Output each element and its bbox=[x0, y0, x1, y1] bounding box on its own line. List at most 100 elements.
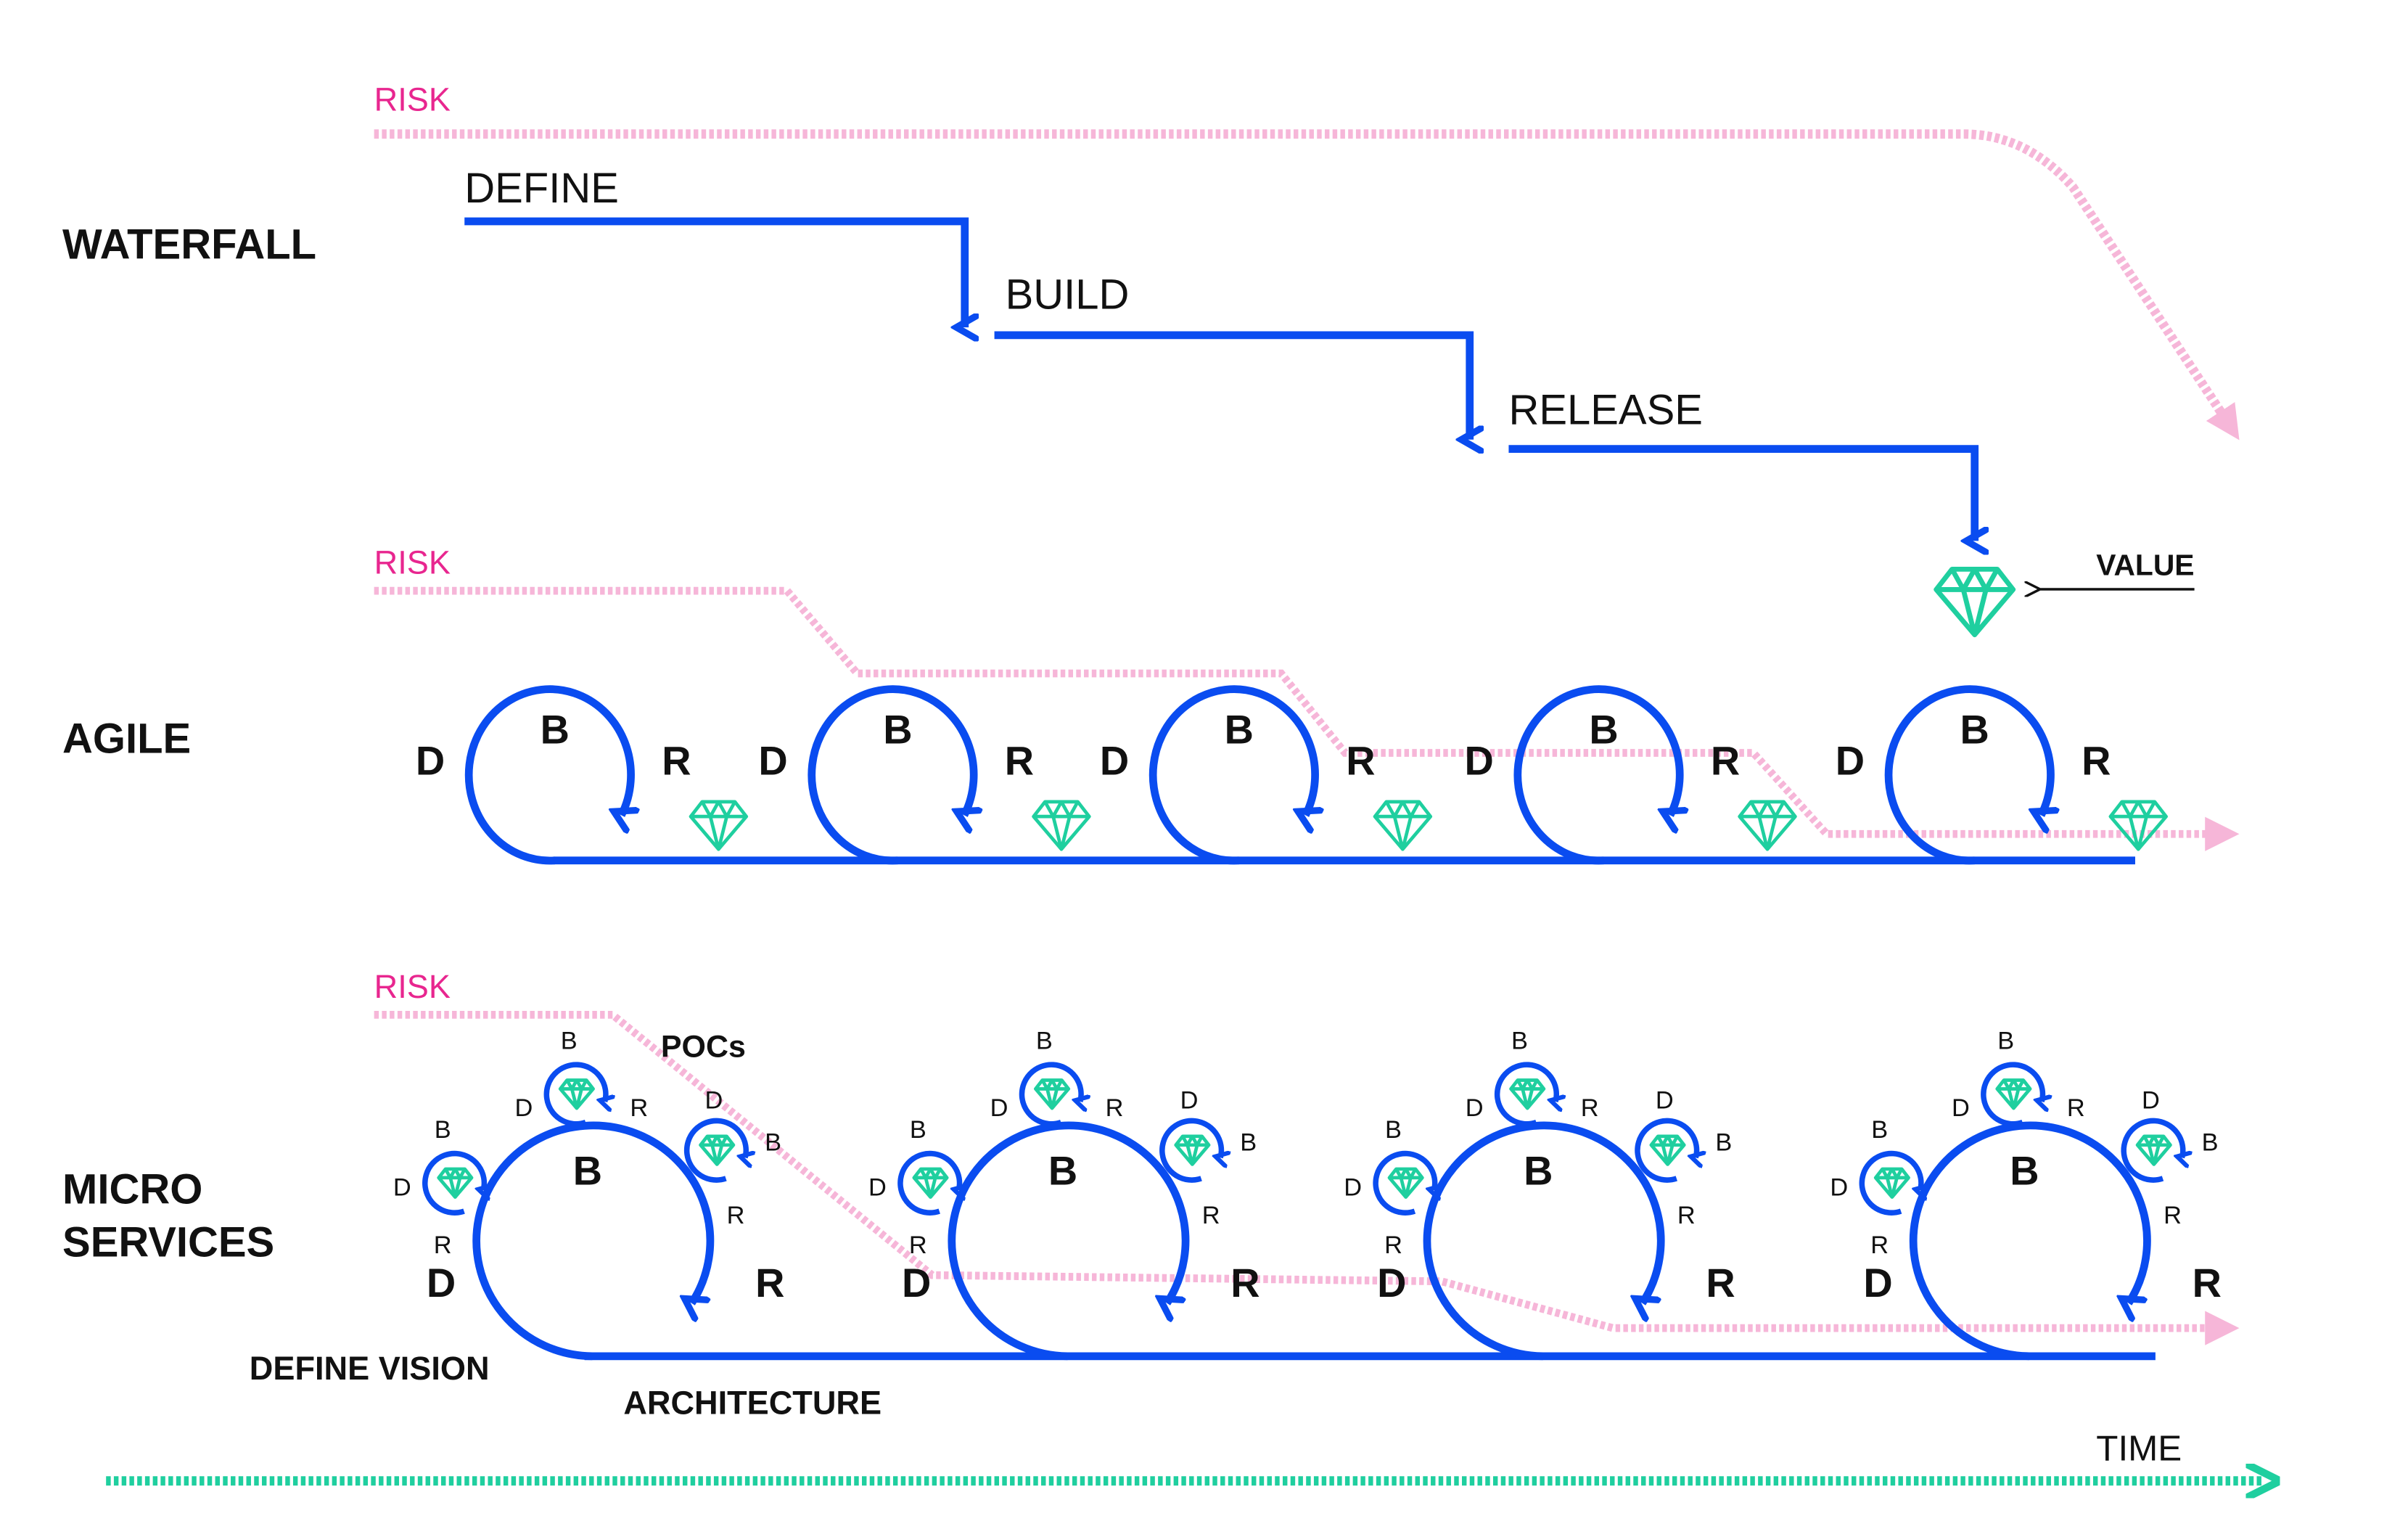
define-vision-label: DEFINE VISION bbox=[250, 1350, 490, 1387]
agile-title: AGILE bbox=[62, 716, 191, 763]
microservices-mini-loop: DBR bbox=[1159, 1086, 1257, 1229]
agile-loop-d: D bbox=[1100, 738, 1129, 784]
mini-loop-d: D bbox=[990, 1094, 1008, 1122]
diamond-icon bbox=[1649, 1134, 1686, 1166]
diamond-icon bbox=[1873, 1167, 1910, 1199]
mini-loop-arrow bbox=[897, 1150, 960, 1216]
mini-loop-b: B bbox=[1385, 1116, 1402, 1144]
mini-loop-d: D bbox=[868, 1174, 887, 1202]
agile-loop: DBR bbox=[416, 685, 749, 865]
waterfall-risk-label: RISK bbox=[374, 81, 451, 118]
agile-loop-b: B bbox=[1589, 707, 1618, 753]
mini-loop-d: D bbox=[1830, 1174, 1848, 1202]
agile-loop-r: R bbox=[1005, 738, 1034, 784]
mini-loop-b: B bbox=[1715, 1128, 1732, 1156]
microservices-mini-loop: DBR bbox=[1344, 1116, 1434, 1259]
agile-loop-d: D bbox=[1836, 738, 1865, 784]
agile-loop-d: D bbox=[416, 738, 445, 784]
microservices-mini-loop: DBR bbox=[1635, 1086, 1732, 1229]
microservices-loop-b: B bbox=[1048, 1148, 1077, 1194]
mini-loop-b: B bbox=[1240, 1128, 1257, 1156]
waterfall-phase-build: BUILD bbox=[1006, 271, 1130, 318]
mini-loop-arrow bbox=[1635, 1118, 1697, 1183]
microservices-loop-b: B bbox=[2010, 1148, 2039, 1194]
agile-loop-b: B bbox=[1225, 707, 1254, 753]
diamond-icon bbox=[1034, 1078, 1071, 1110]
microservices-mini-loop: DBR bbox=[1830, 1116, 1920, 1259]
waterfall-phase-release: RELEASE bbox=[1508, 387, 1703, 433]
microservices-loop-d: D bbox=[427, 1260, 456, 1306]
microservices-loop-b: B bbox=[573, 1148, 602, 1194]
mini-loop-d: D bbox=[514, 1094, 533, 1122]
agile-loop-arrow bbox=[1513, 685, 1680, 865]
microservices-loop-r: R bbox=[1706, 1260, 1735, 1306]
agile-loop: DBR bbox=[1464, 685, 1797, 865]
mini-loop-r: R bbox=[2067, 1094, 2085, 1122]
mini-loop-r: R bbox=[2163, 1202, 2182, 1229]
diamond-icon bbox=[1995, 1078, 2032, 1110]
mini-loop-d: D bbox=[1952, 1094, 1970, 1122]
mini-loop-d: D bbox=[393, 1174, 411, 1202]
microservices-mini-loop: DBR bbox=[868, 1116, 959, 1259]
diamond-icon bbox=[1174, 1134, 1211, 1166]
microservices-title-line1: MICRO bbox=[62, 1166, 202, 1213]
waterfall-step-define bbox=[464, 217, 965, 327]
agile-loop-r: R bbox=[2082, 738, 2111, 784]
microservices-mini-loop: D B R bbox=[2121, 1086, 2219, 1229]
agile-loop-r: R bbox=[662, 738, 691, 784]
diamond-icon bbox=[1934, 566, 2016, 638]
mini-loop-d: D bbox=[705, 1086, 723, 1114]
mini-loop-d: D bbox=[1180, 1086, 1199, 1114]
mini-loop-d: D bbox=[2142, 1086, 2160, 1114]
mini-loop-b: B bbox=[561, 1028, 578, 1055]
microservices-risk-label: RISK bbox=[374, 968, 451, 1005]
agile-loop-b: B bbox=[1960, 707, 1989, 753]
mini-loop-arrow bbox=[1859, 1150, 1921, 1216]
microservices-loop-r: R bbox=[1230, 1260, 1260, 1306]
mini-loop-b: B bbox=[1997, 1028, 2014, 1055]
diamond-icon bbox=[699, 1134, 736, 1166]
microservices-loop-arrow bbox=[1909, 1121, 2151, 1361]
microservices-mini-loop: D B R bbox=[1952, 1028, 2085, 1127]
mini-loop-b: B bbox=[1511, 1028, 1528, 1055]
microservices-loop-arrow bbox=[472, 1121, 715, 1361]
agile-risk-line bbox=[374, 586, 2240, 851]
microservices-title-line2: SERVICES bbox=[62, 1219, 274, 1266]
diamond-icon bbox=[1738, 800, 1797, 851]
pocs-label: POCs bbox=[661, 1029, 746, 1064]
mini-loop-b: B bbox=[910, 1116, 926, 1144]
agile-loop-arrow bbox=[464, 685, 630, 865]
diamond-icon bbox=[558, 1078, 595, 1110]
microservices-mini-loop: DBR bbox=[514, 1028, 648, 1127]
diamond-icon bbox=[1373, 800, 1433, 851]
microservices-loop-arrow bbox=[948, 1121, 1190, 1361]
mini-loop-arrow bbox=[1159, 1118, 1222, 1183]
value-label: VALUE bbox=[2096, 549, 2194, 582]
mini-loop-arrow bbox=[1494, 1062, 1557, 1127]
mini-loop-b: B bbox=[1036, 1028, 1053, 1055]
microservices-loop-d: D bbox=[1863, 1260, 1892, 1306]
agile-loop: DBR bbox=[758, 685, 1091, 865]
mini-loop-d: D bbox=[1656, 1086, 1674, 1114]
diamond-icon bbox=[437, 1167, 474, 1199]
agile-loop-r: R bbox=[1346, 738, 1375, 784]
microservices-mini-loop: DBR bbox=[1466, 1028, 1599, 1127]
mini-loop-b: B bbox=[435, 1116, 451, 1144]
agile-loop-d: D bbox=[758, 738, 787, 784]
microservices-section: MICRO SERVICES RISK POCs DEFINE VISION A… bbox=[62, 968, 2240, 1421]
agile-loop-b: B bbox=[883, 707, 912, 753]
agile-risk-label: RISK bbox=[374, 544, 451, 581]
mini-loop-b: B bbox=[1871, 1116, 1888, 1144]
waterfall-section: WATERFALL RISK DEFINE BUILD RELEASE VALU… bbox=[62, 81, 2240, 638]
time-axis: TIME bbox=[106, 1429, 2263, 1481]
mini-loop-r: R bbox=[1581, 1094, 1599, 1122]
microservices-mini-loop: DBR bbox=[990, 1028, 1123, 1127]
mini-loop-b: B bbox=[2202, 1128, 2219, 1156]
diamond-icon bbox=[1509, 1078, 1546, 1110]
